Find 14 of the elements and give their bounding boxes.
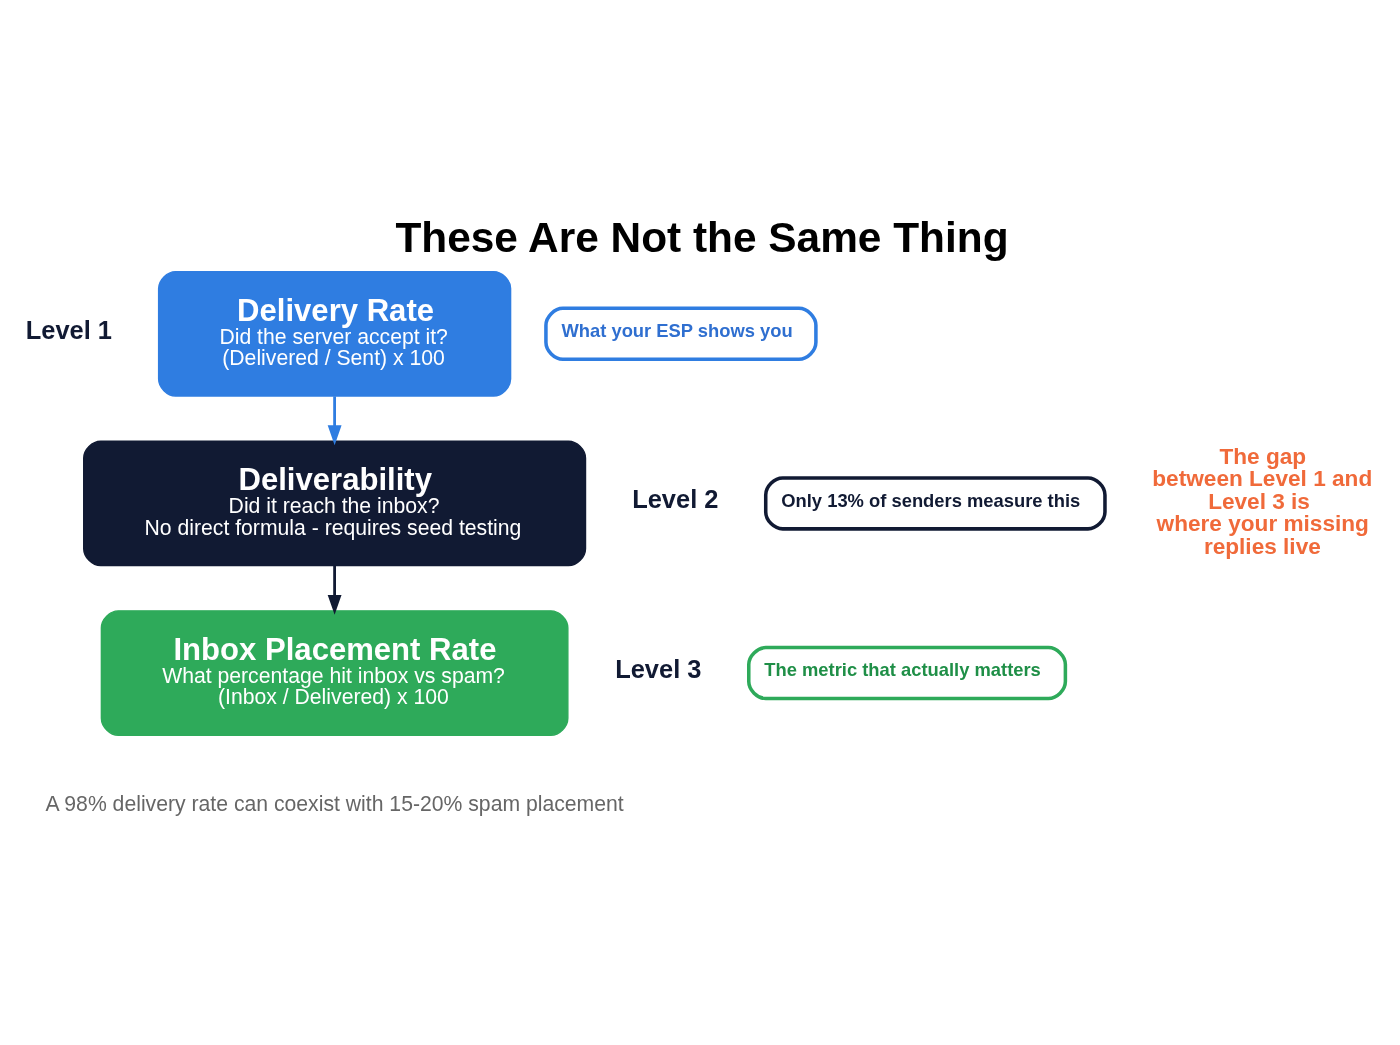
node-label: Level 1 — [25, 315, 113, 344]
node-box: Only 13% of senders measure this — [763, 476, 1107, 531]
node-label: Level 3 — [615, 654, 702, 683]
arrow — [327, 396, 342, 446]
node-box: Deliverability Did it reach the inbox? No direct formula - requires seed testing — [83, 440, 587, 567]
arrow — [327, 566, 342, 615]
label: The gap between Level 1 and Level 3 is where your missing replies live — [1152, 443, 1373, 560]
caption: A 98% delivery rate can coexist with 15-20% spam placement — [45, 791, 624, 815]
node-box: The metric that actually matters — [747, 645, 1068, 701]
node-box: Inbox Placement Rate What percentage hit inbox vs spam? (Inbox / Delivered) x 100 — [100, 610, 569, 736]
node-box: Delivery Rate Did the server accept it? (Delivered / Sent) x 100 — [157, 270, 512, 397]
node-label: Level 2 — [632, 485, 719, 514]
diagram-title: These Are Not the Same Thing — [395, 213, 1009, 261]
node-box: What your ESP shows you — [544, 306, 818, 361]
